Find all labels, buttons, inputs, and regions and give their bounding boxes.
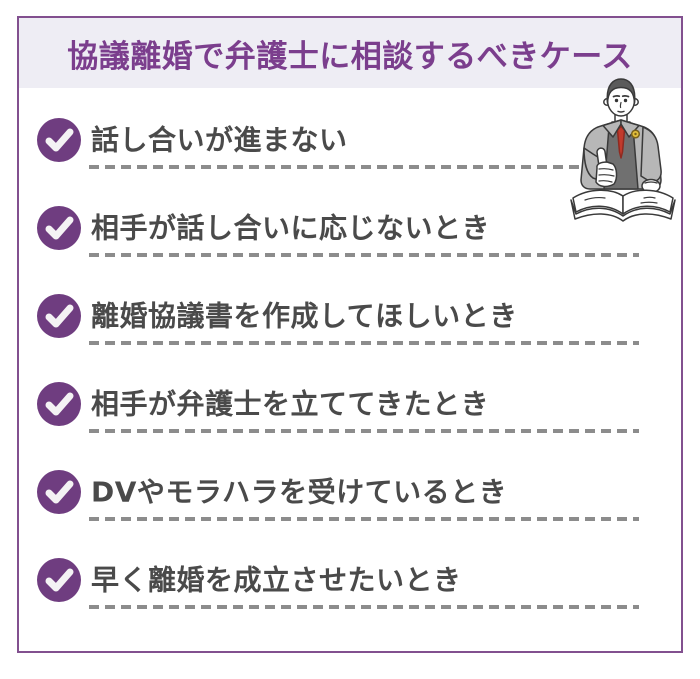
list-item: DVやモラハラを受けているとき (19, 448, 681, 536)
check-circle-icon (37, 470, 81, 514)
list-item: 相手が弁護士を立ててきたとき (19, 360, 681, 448)
dashed-divider (89, 517, 639, 521)
checklist-card: 協議離婚で弁護士に相談するべきケース 話し合いが進まない 相手が話し合いに応じな… (17, 16, 683, 653)
lawyer-thumbs-up-illustration (549, 76, 697, 240)
list-item-label: 話し合いが進まない (91, 123, 348, 157)
list-item: 離婚協議書を作成してほしいとき (19, 272, 681, 360)
list-item-label: 早く離婚を成立させたいとき (91, 563, 462, 597)
list-item-label: DVやモラハラを受けているとき (91, 475, 508, 509)
page-title: 協議離婚で弁護士に相談するべきケース (67, 38, 633, 75)
card-header: 協議離婚で弁護士に相談するべきケース (19, 18, 681, 88)
check-circle-icon (37, 118, 81, 162)
check-circle-icon (37, 206, 81, 250)
list-item: 話し合いが進まない (19, 96, 681, 184)
list-item: 早く離婚を成立させたいとき (19, 536, 681, 624)
check-circle-icon (37, 294, 81, 338)
list-item: 相手が話し合いに応じないとき (19, 184, 681, 272)
dashed-divider (89, 429, 639, 433)
check-circle-icon (37, 382, 81, 426)
list-item-label: 離婚協議書を作成してほしいとき (91, 299, 518, 333)
dashed-divider (89, 165, 639, 169)
dashed-divider (89, 605, 639, 609)
list-item-label: 相手が話し合いに応じないとき (91, 211, 491, 245)
dashed-divider (89, 341, 639, 345)
list-item-label: 相手が弁護士を立ててきたとき (91, 387, 490, 421)
dashed-divider (89, 253, 639, 257)
check-circle-icon (37, 558, 81, 602)
